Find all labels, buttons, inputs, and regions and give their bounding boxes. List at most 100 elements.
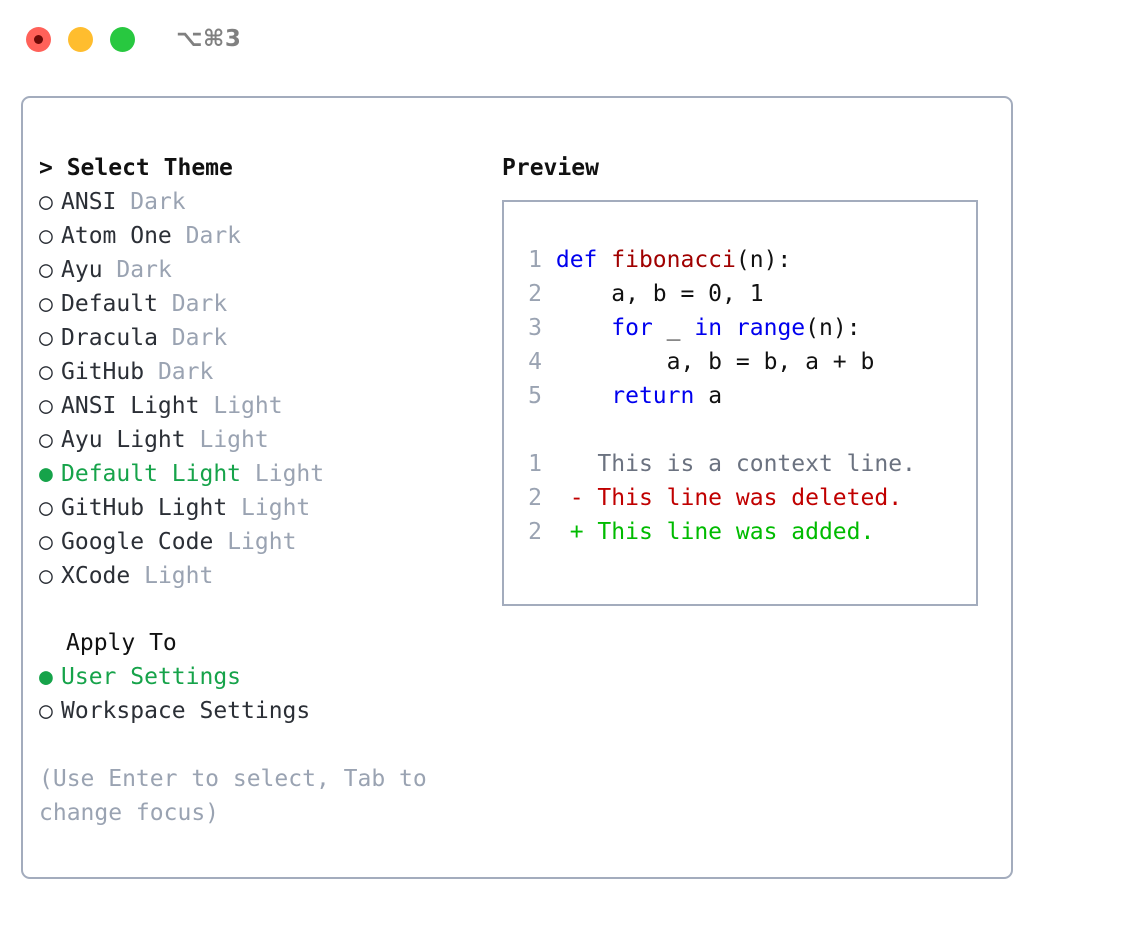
radio-unselected-icon: ○ bbox=[39, 325, 53, 351]
diff-line-number: 1 bbox=[528, 451, 542, 477]
theme-item-kind: Dark bbox=[157, 359, 214, 385]
radio-unselected-icon: ○ bbox=[39, 189, 53, 215]
recording-dot-icon bbox=[34, 34, 43, 44]
theme-item-xcode[interactable]: ○ XCode Light bbox=[39, 559, 489, 593]
keyboard-hint-text: (Use Enter to select, Tab to change focu… bbox=[39, 766, 427, 826]
code-token: range bbox=[735, 315, 806, 341]
theme-item-name: Ayu Light bbox=[61, 427, 186, 453]
theme-item-kind: Light bbox=[241, 495, 311, 521]
radio-unselected-icon: ○ bbox=[39, 257, 53, 283]
code-line-number: 1 bbox=[528, 247, 542, 273]
code-line: 5 return a bbox=[519, 379, 874, 413]
theme-item-name: ANSI bbox=[61, 189, 117, 215]
code-line: 4 a, b = b, a + b bbox=[519, 345, 874, 379]
close-button-icon[interactable] bbox=[26, 26, 51, 52]
theme-selector-list: > Select Theme ○ANSI Dark○Atom One Dark○… bbox=[39, 151, 489, 593]
preview-section: Preview 1 def fibonacci(n):2 a, b = 0, 1… bbox=[502, 151, 992, 606]
code-token: in bbox=[694, 315, 723, 341]
theme-item-name: Ayu bbox=[61, 257, 103, 283]
theme-item-kind: Light bbox=[227, 529, 297, 555]
theme-item-name: GitHub bbox=[61, 359, 145, 385]
theme-item-atom-one[interactable]: ○Atom One Dark bbox=[39, 219, 489, 253]
theme-item-name: Atom One bbox=[61, 223, 172, 249]
theme-item-github[interactable]: ○GitHub Dark bbox=[39, 355, 489, 389]
theme-item-ansi[interactable]: ○ ANSI Dark bbox=[39, 185, 489, 219]
code-line-number: 4 bbox=[528, 349, 542, 375]
theme-item-kind: Dark bbox=[130, 189, 186, 215]
radio-unselected-icon: ○ bbox=[39, 393, 53, 419]
theme-item-kind: Light bbox=[144, 563, 214, 589]
theme-item-github-light[interactable]: ○ GitHub Light Light bbox=[39, 491, 489, 525]
traffic-light-group bbox=[26, 26, 135, 52]
radio-unselected-icon: ○ bbox=[39, 563, 53, 589]
main-panel: > Select Theme ○ANSI Dark○Atom One Dark○… bbox=[21, 96, 1013, 879]
radio-selected-icon: ● bbox=[39, 461, 53, 487]
theme-item-default[interactable]: ○ Default Dark bbox=[39, 287, 489, 321]
theme-item-google-code[interactable]: ○ Google Code Light bbox=[39, 525, 489, 559]
apply-to-item-label: Workspace Settings bbox=[61, 698, 311, 724]
diff-line-del: 2 - This line was deleted. bbox=[519, 481, 916, 515]
code-line-number: 5 bbox=[528, 383, 542, 409]
theme-item-name: Default bbox=[61, 291, 158, 317]
theme-item-kind: Dark bbox=[185, 223, 242, 249]
diff-line-text: This is a context line. bbox=[569, 451, 916, 477]
code-token bbox=[556, 315, 611, 341]
theme-item-name: XCode bbox=[61, 563, 131, 589]
code-token: a bbox=[694, 383, 723, 409]
theme-item-kind: Dark bbox=[171, 325, 228, 351]
theme-item-kind: Dark bbox=[171, 291, 228, 317]
theme-list-header: > Select Theme bbox=[39, 155, 233, 181]
theme-item-name: GitHub Light bbox=[61, 495, 228, 521]
radio-unselected-icon: ○ bbox=[39, 427, 53, 453]
theme-rows-container: ○ANSI Dark○Atom One Dark○Ayu Dark○Defaul… bbox=[39, 185, 489, 593]
maximize-button-icon[interactable] bbox=[110, 26, 135, 52]
theme-item-kind: Light bbox=[254, 461, 325, 487]
theme-item-dracula[interactable]: ○ Dracula Dark bbox=[39, 321, 489, 355]
diff-line-text: - This line was deleted. bbox=[569, 485, 903, 511]
diff-line-text: + This line was added. bbox=[569, 519, 875, 545]
theme-item-kind: Light bbox=[213, 393, 283, 419]
apply-to-item-label: User Settings bbox=[61, 664, 242, 690]
code-line: 1 def fibonacci(n): bbox=[519, 243, 874, 277]
title-bar: ⌥⌘3 bbox=[0, 0, 1140, 78]
code-line: 2 a, b = 0, 1 bbox=[519, 277, 874, 311]
minimize-button-icon[interactable] bbox=[68, 26, 93, 52]
code-token: return bbox=[611, 383, 695, 409]
diff-line-number: 2 bbox=[528, 485, 542, 511]
radio-unselected-icon: ○ bbox=[39, 529, 53, 555]
apply-to-item-workspace-settings[interactable]: ○ Workspace Settings bbox=[39, 694, 489, 728]
code-token: def bbox=[555, 247, 612, 273]
code-token: (n): bbox=[735, 247, 792, 273]
code-token: _ bbox=[652, 315, 695, 341]
theme-item-name: ANSI Light bbox=[61, 393, 200, 419]
theme-item-ayu-light[interactable]: ○Ayu Light Light bbox=[39, 423, 489, 457]
code-line-number: 2 bbox=[528, 281, 542, 307]
code-line: 3 for _ in range(n): bbox=[519, 311, 874, 345]
radio-selected-icon: ● bbox=[39, 664, 53, 690]
apply-to-rows-container: ● User Settings ○ Workspace Settings bbox=[39, 660, 489, 728]
theme-item-ayu[interactable]: ○ Ayu Dark bbox=[39, 253, 489, 287]
apply-to-section: Apply To ●User Settings○Workspace Settin… bbox=[39, 626, 489, 728]
preview-title: Preview bbox=[502, 155, 599, 181]
code-token bbox=[722, 315, 736, 341]
diff-sample: 1 This is a context line.2 - This line w… bbox=[519, 447, 916, 549]
theme-item-kind: Dark bbox=[116, 257, 172, 283]
apply-to-item-user-settings[interactable]: ● User Settings bbox=[39, 660, 489, 694]
keyboard-shortcut-label: ⌥⌘3 bbox=[176, 26, 242, 52]
theme-item-name: Dracula bbox=[61, 325, 158, 351]
diff-line-context: 1 This is a context line. bbox=[519, 447, 916, 481]
theme-item-default-light[interactable]: ●Default Light Light bbox=[39, 457, 489, 491]
radio-unselected-icon: ○ bbox=[39, 291, 53, 317]
diff-line-add: 2 + This line was added. bbox=[519, 515, 916, 549]
code-token: (n): bbox=[805, 315, 861, 341]
theme-item-name: Google Code bbox=[61, 529, 214, 555]
code-token: a, b = b, a + b bbox=[555, 349, 875, 375]
radio-unselected-icon: ○ bbox=[39, 495, 53, 521]
radio-unselected-icon: ○ bbox=[39, 698, 53, 724]
diff-line-number: 2 bbox=[528, 519, 542, 545]
code-token: fibonacci bbox=[611, 247, 736, 273]
theme-item-ansi-light[interactable]: ○ ANSI Light Light bbox=[39, 389, 489, 423]
